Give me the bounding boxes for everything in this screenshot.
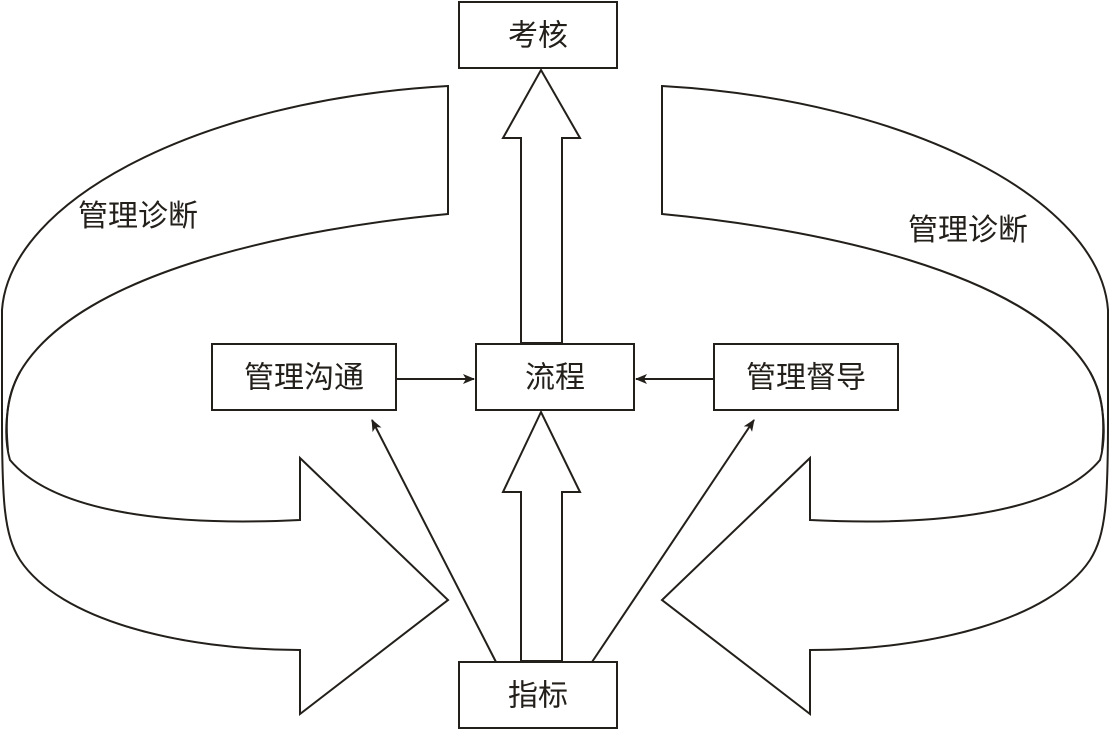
node-left: 管理沟通	[211, 343, 397, 411]
node-bottom-label: 指标	[508, 679, 568, 714]
node-left-label: 管理沟通	[244, 361, 364, 396]
node-bottom: 指标	[458, 661, 618, 729]
left-loop-label: 管理诊断	[78, 199, 198, 234]
right-loop-ribbon	[660, 84, 1109, 717]
node-top: 考核	[458, 1, 618, 69]
arrow-bottom-to-right	[591, 419, 755, 663]
block-arrow-bottom-to-center	[501, 409, 582, 662]
node-right: 管理督导	[713, 343, 899, 411]
block-arrow-center-to-top	[501, 67, 582, 344]
node-top-label: 考核	[508, 19, 568, 54]
node-center-label: 流程	[525, 361, 585, 396]
node-right-label: 管理督导	[746, 361, 866, 396]
node-center: 流程	[475, 343, 635, 411]
right-loop-label: 管理诊断	[908, 213, 1028, 248]
arrow-bottom-to-left	[371, 419, 497, 663]
left-loop-ribbon	[1, 84, 450, 717]
